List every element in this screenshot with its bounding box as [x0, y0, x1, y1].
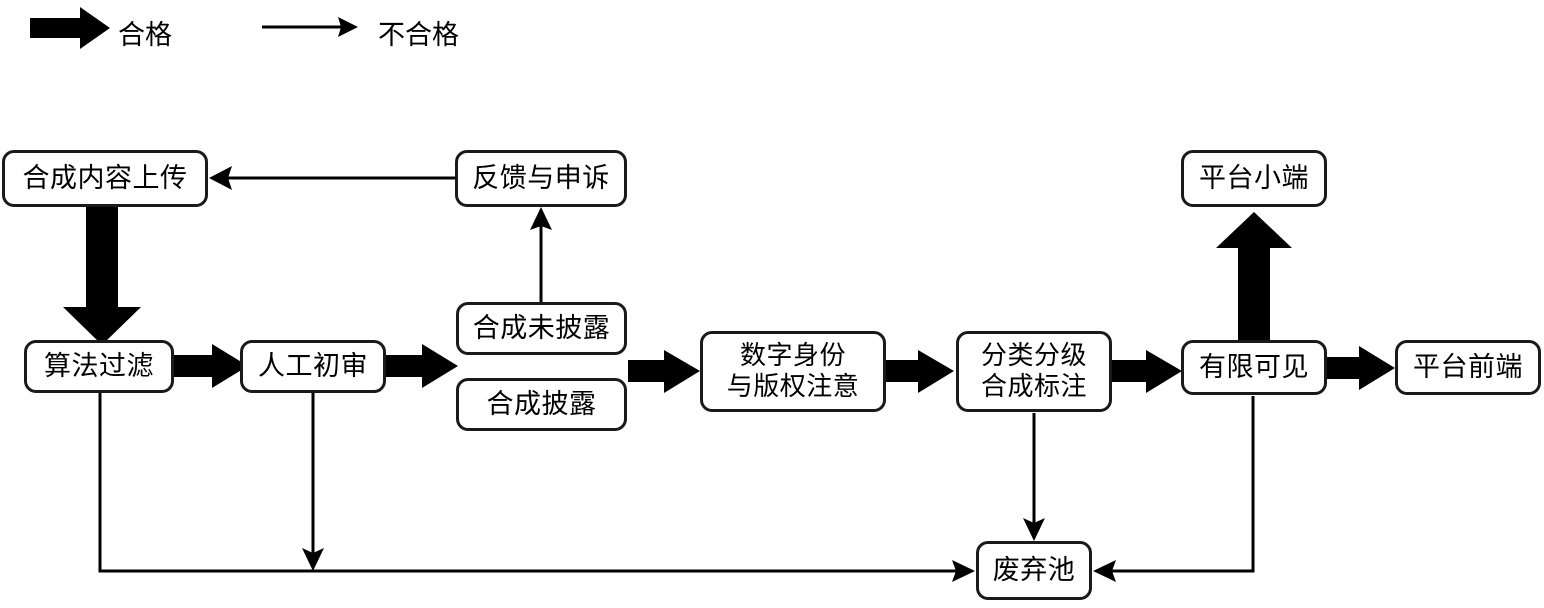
node-manual-review[interactable]: 人工初审	[240, 340, 386, 393]
node-feedback[interactable]: 反馈与申诉	[455, 150, 627, 207]
legend-thin-arrow-icon	[262, 17, 358, 37]
node-limited-visibility[interactable]: 有限可见	[1181, 340, 1327, 395]
node-platform-front[interactable]: 平台前端	[1395, 340, 1541, 395]
edge-manual-review-to-disclosure-thick-arrow-icon	[386, 344, 458, 388]
edge-limited-to-platform-mini-thick-arrow-icon	[1216, 212, 1292, 342]
node-discard-pool[interactable]: 废弃池	[976, 541, 1092, 600]
node-algo-filter[interactable]: 算法过滤	[24, 340, 174, 393]
node-platform-mini[interactable]: 平台小端	[1181, 150, 1327, 207]
edge-algo-filter-to-discard-thin-arrow-icon	[98, 393, 975, 582]
legend-thick-arrow-icon	[30, 7, 110, 49]
node-identity-copyright[interactable]: 数字身份 与版权注意	[700, 331, 886, 412]
node-not-disclosed[interactable]: 合成未披露	[456, 302, 627, 355]
edge-algo-filter-to-manual-review-thick-arrow-icon	[174, 344, 248, 388]
edge-disclosure-to-identity-thick-arrow-icon	[628, 350, 700, 393]
edge-classify-to-discard-thin-arrow-icon	[1023, 413, 1045, 541]
edge-upload-to-algo-filter-thick-arrow-icon	[63, 205, 141, 345]
edge-identity-to-classify-thick-arrow-icon	[886, 350, 954, 393]
edge-not-disclosed-to-feedback-thin-arrow-icon	[530, 207, 552, 302]
legend-fail-label: 不合格	[378, 20, 459, 51]
edge-feedback-to-upload-thin-arrow-icon	[209, 166, 455, 190]
edge-manual-review-to-discard-thin-arrow-icon	[302, 393, 324, 571]
node-disclosed[interactable]: 合成披露	[456, 378, 627, 431]
edge-limited-to-discard-thin-arrow-icon	[1093, 396, 1255, 582]
legend-pass-label: 合格	[118, 20, 172, 51]
edge-limited-to-platform-front-thick-arrow-icon	[1327, 346, 1395, 390]
node-classify-label[interactable]: 分类分级 合成标注	[956, 331, 1112, 412]
edge-classify-to-limited-thick-arrow-icon	[1112, 350, 1182, 393]
node-upload[interactable]: 合成内容上传	[2, 150, 208, 207]
